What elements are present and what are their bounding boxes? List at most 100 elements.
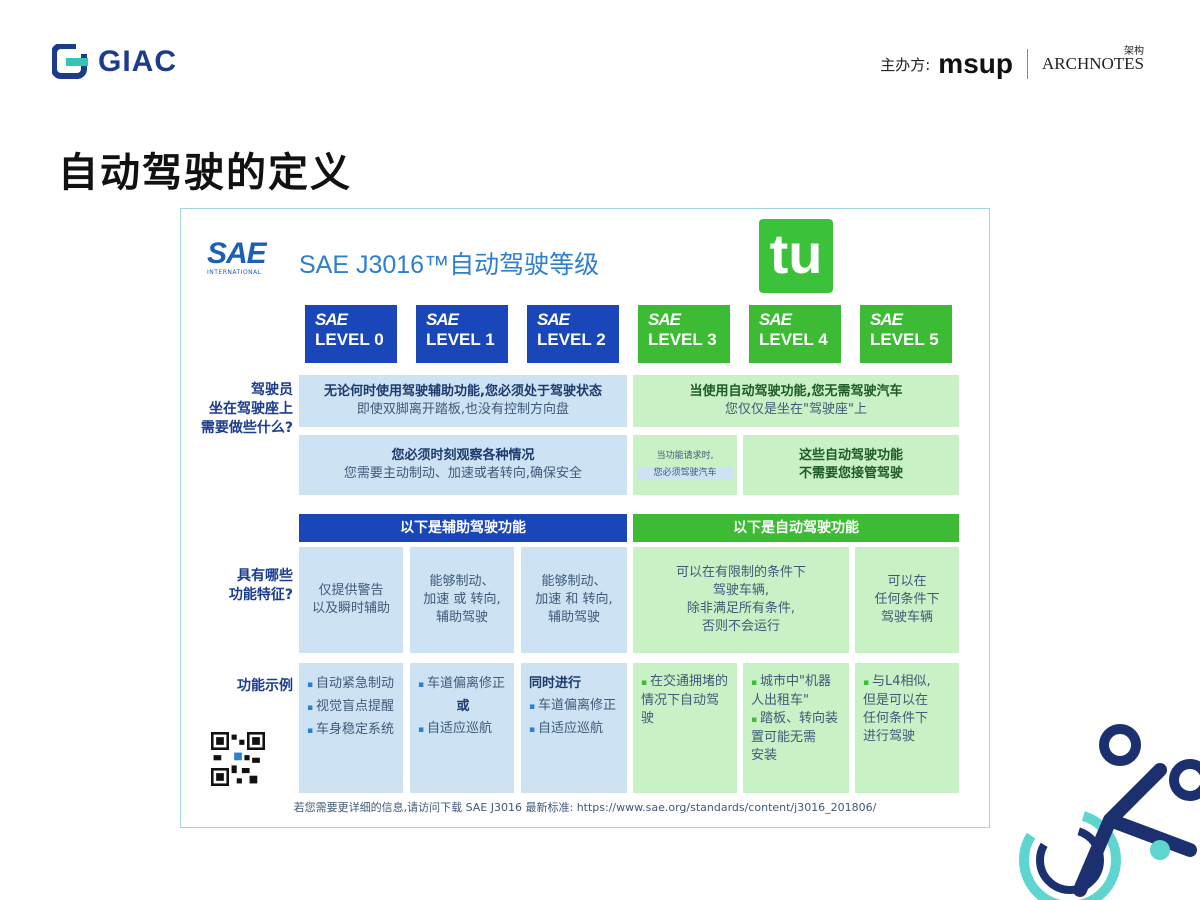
level-4-header: SAE LEVEL 4 — [749, 305, 841, 363]
level-3-takeover-cell: 当功能请求时, 您必须驾驶汽车 — [633, 435, 737, 495]
row-head-driver: 驾驶员 坐在驾驶座上 需要做些什么? — [181, 381, 293, 438]
cell-line: 无论何时使用驾驶辅助功能,您必须处于驾驶状态 — [324, 384, 602, 399]
sae-levels-chart: SAE INTERNATIONAL SAE J3016™自动驾驶等级 tu SA… — [180, 208, 990, 828]
example-item-cont: 驶 — [641, 711, 655, 726]
level-name: LEVEL 5 — [870, 330, 939, 349]
chart-title: SAE J3016™自动驾驶等级 — [299, 251, 600, 279]
organizer: 主办方: msup ARCHNOTES 架构 — [880, 46, 1144, 80]
cell-line: 不需要您接管驾驶 — [798, 466, 903, 481]
level-2-header: SAE LEVEL 2 — [527, 305, 619, 363]
example-item: 自适应巡航 — [529, 718, 621, 741]
cell-line: 辅助驾驶 — [547, 610, 600, 625]
examples-level-5: 与L4相似, 但是可以在 任何条件下 进行驾驶 — [855, 663, 959, 793]
row-head-line: 需要做些什么? — [200, 420, 293, 436]
cell-line: 加速 或 转向, — [423, 592, 501, 607]
example-item: 车道偏离修正 — [529, 695, 621, 718]
cell-line: 辅助驾驶 — [435, 610, 488, 625]
example-item: 自适应巡航 — [418, 718, 508, 741]
cell-line: 否则不会运行 — [701, 619, 780, 634]
page-title: 自动驾驶的定义 — [58, 150, 352, 196]
example-item-cont: 但是可以在 — [863, 693, 929, 708]
row-head-line: 具有哪些 — [237, 568, 293, 584]
level-sae: SAE — [648, 310, 681, 329]
level-1-header: SAE LEVEL 1 — [416, 305, 508, 363]
row-head-line: 坐在驾驶座上 — [209, 401, 293, 417]
example-item: 视觉盲点提醒 — [307, 696, 397, 719]
driver-no-takeover-cell: 这些自动驾驶功能 不需要您接管驾驶 — [743, 435, 959, 495]
level-sae: SAE — [870, 310, 903, 329]
sae-logo-text: SAE — [207, 237, 267, 270]
cell-line: 以及瞬时辅助 — [311, 601, 390, 616]
cell-line: 任何条件下 — [874, 592, 940, 607]
example-item: 车身稳定系统 — [307, 719, 397, 742]
example-item-cont: 情况下自动驾 — [641, 693, 720, 708]
level-sae: SAE — [315, 310, 348, 329]
cell-line: 仅提供警告 — [318, 583, 384, 598]
cell-line: 即使双脚离开踏板,也没有控制方向盘 — [356, 402, 570, 417]
row-head-line: 功能示例 — [237, 678, 293, 694]
level-name: LEVEL 2 — [537, 330, 606, 349]
level-name: LEVEL 0 — [315, 330, 384, 349]
decorative-molecule-graphic — [1019, 724, 1200, 900]
features-level-3-4: 可以在有限制的条件下 驾驶车辆, 除非满足所有条件, 否则不会运行 — [633, 547, 849, 653]
driver-auto-cell: 当使用自动驾驶功能,您无需驾驶汽车 您仅仅是坐在"驾驶座"上 — [633, 375, 959, 427]
example-item: 城市中"机器 — [751, 673, 843, 692]
level-sae: SAE — [759, 310, 792, 329]
level-3-header: SAE LEVEL 3 — [638, 305, 730, 363]
giac-logo-text: GIAC — [98, 45, 177, 78]
cell-line: 您必须驾驶汽车 — [637, 467, 733, 480]
tu-logo: tu — [759, 219, 833, 293]
organizer-divider — [1026, 49, 1028, 79]
level-name: LEVEL 1 — [426, 330, 495, 349]
example-head: 同时进行 — [529, 676, 582, 691]
cell-line: 这些自动驾驶功能 — [798, 448, 903, 463]
giac-logo: GIAC — [52, 44, 177, 80]
example-item-cont: 人出租车" — [751, 693, 809, 708]
example-item-cont: 任何条件下 — [863, 711, 929, 726]
example-item-cont: 置可能无需 — [751, 730, 817, 745]
level-name: LEVEL 3 — [648, 330, 717, 349]
features-level-1: 能够制动、 加速 或 转向, 辅助驾驶 — [410, 547, 514, 653]
examples-level-1: 车道偏离修正 或 自适应巡航 — [410, 663, 514, 793]
level-sae: SAE — [426, 310, 459, 329]
archnotes-text: ARCHNOTES — [1041, 54, 1144, 73]
row-head-line: 功能特征? — [228, 587, 293, 603]
sae-logo: SAE INTERNATIONAL — [207, 237, 271, 277]
features-level-0: 仅提供警告 以及瞬时辅助 — [299, 547, 403, 653]
cell-line: 驾驶车辆, — [712, 583, 770, 598]
level-5-header: SAE LEVEL 5 — [860, 305, 952, 363]
auto-bar: 以下是自动驾驶功能 — [633, 514, 959, 542]
example-item-cont: 安装 — [751, 748, 778, 763]
cell-line: 可以在有限制的条件下 — [675, 565, 806, 580]
giac-mark-icon — [52, 44, 90, 79]
example-or: 或 — [456, 699, 470, 714]
msup-logo: msup — [938, 48, 1013, 79]
cell-line: 可以在 — [887, 574, 927, 589]
example-item: 踏板、转向装 — [751, 710, 843, 729]
driver-assist-cell: 无论何时使用驾驶辅助功能,您必须处于驾驶状态 即使双脚离开踏板,也没有控制方向盘 — [299, 375, 627, 427]
cell-line: 您仅仅是坐在"驾驶座"上 — [725, 402, 867, 417]
cell-line: 当功能请求时, — [656, 451, 714, 461]
cell-line: 当使用自动驾驶功能,您无需驾驶汽车 — [689, 384, 903, 399]
cell-line: 驾驶车辆 — [880, 610, 933, 625]
example-item: 自动紧急制动 — [307, 673, 397, 696]
cell-line: 您需要主动制动、加速或者转向,确保安全 — [343, 466, 583, 481]
row-head-features: 具有哪些 功能特征? — [181, 567, 293, 605]
organizer-label: 主办方: — [880, 55, 931, 74]
examples-level-4: 城市中"机器 人出租车" 踏板、转向装 置可能无需 安装 — [743, 663, 849, 793]
example-item: 与L4相似, — [863, 673, 953, 692]
level-sae: SAE — [537, 310, 570, 329]
sae-logo-sub: INTERNATIONAL — [207, 269, 262, 276]
archnotes-sub: 架构 — [1124, 46, 1144, 57]
example-item: 车道偏离修正 — [418, 673, 508, 696]
row-head-examples: 功能示例 — [181, 677, 293, 696]
level-name: LEVEL 4 — [759, 330, 828, 349]
cell-line: 能够制动、 — [429, 574, 495, 589]
examples-level-0: 自动紧急制动 视觉盲点提醒 车身稳定系统 — [299, 663, 403, 793]
row-head-line: 驾驶员 — [251, 382, 293, 398]
cell-line: 您必须时刻观察各种情况 — [391, 448, 535, 463]
features-level-2: 能够制动、 加速 和 转向, 辅助驾驶 — [521, 547, 627, 653]
driver-supervise-cell: 您必须时刻观察各种情况 您需要主动制动、加速或者转向,确保安全 — [299, 435, 627, 495]
footnote: 若您需要更详细的信息,请访问下载 SAE J3016 最新标准: https:/… — [293, 801, 877, 814]
features-level-5: 可以在 任何条件下 驾驶车辆 — [855, 547, 959, 653]
